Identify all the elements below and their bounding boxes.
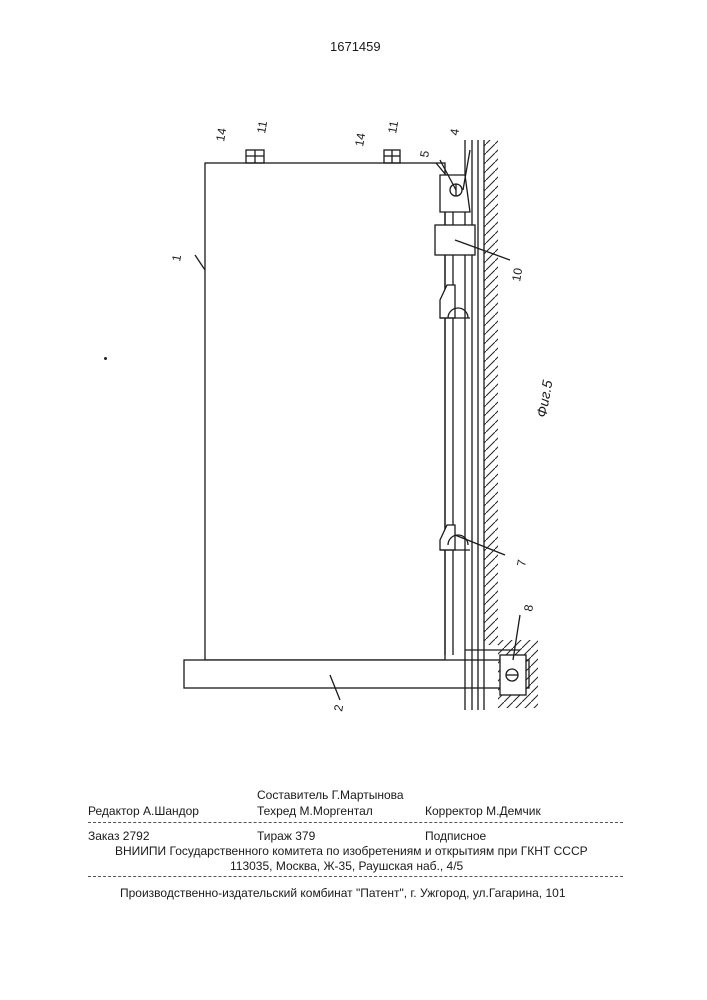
wall-hatching (484, 140, 498, 645)
imprint-address: 113035, Москва, Ж-35, Раушская наб., 4/5 (230, 859, 463, 873)
top-lug-right (384, 150, 400, 163)
hinge-4-5 (440, 175, 470, 212)
top-lug-left (246, 150, 264, 163)
callout-11b: 11 (385, 120, 401, 135)
imprint-org: ВНИИПИ Государственного комитета по изоб… (115, 844, 588, 858)
callout-11a: 11 (254, 120, 270, 135)
imprint-rule-1 (88, 822, 623, 823)
figure-label: Фиг.5 (533, 379, 555, 419)
callout-14b: 14 (352, 132, 368, 148)
callout-5: 5 (417, 149, 432, 158)
imprint-print-run: Тираж 379 (257, 829, 315, 843)
imprint-compiler: Составитель Г.Мартынова (257, 788, 404, 802)
callout-14a: 14 (213, 127, 229, 143)
callout-2: 2 (331, 703, 346, 712)
imprint-rule-2 (88, 876, 623, 877)
callout-1: 1 (169, 253, 184, 262)
callout-7: 7 (514, 558, 529, 567)
imprint-editor: Редактор А.Шандор (88, 804, 199, 818)
callout-4: 4 (447, 127, 462, 136)
plate-2 (184, 660, 529, 688)
figure-5-drawing: 1 2 14 11 14 11 5 4 10 7 8 Фиг.5 (0, 0, 707, 760)
imprint-subscription: Подписное (425, 829, 486, 843)
callout-8: 8 (521, 603, 536, 612)
body-1 (205, 163, 445, 660)
callout-10: 10 (509, 267, 525, 283)
imprint-techred: Техред М.Моргентал (257, 804, 373, 818)
imprint-printer: Производственно-издательский комбинат "П… (120, 886, 566, 900)
imprint-corrector: Корректор М.Демчик (425, 804, 541, 818)
margin-dot (104, 357, 107, 360)
imprint-order: Заказ 2792 (88, 829, 150, 843)
